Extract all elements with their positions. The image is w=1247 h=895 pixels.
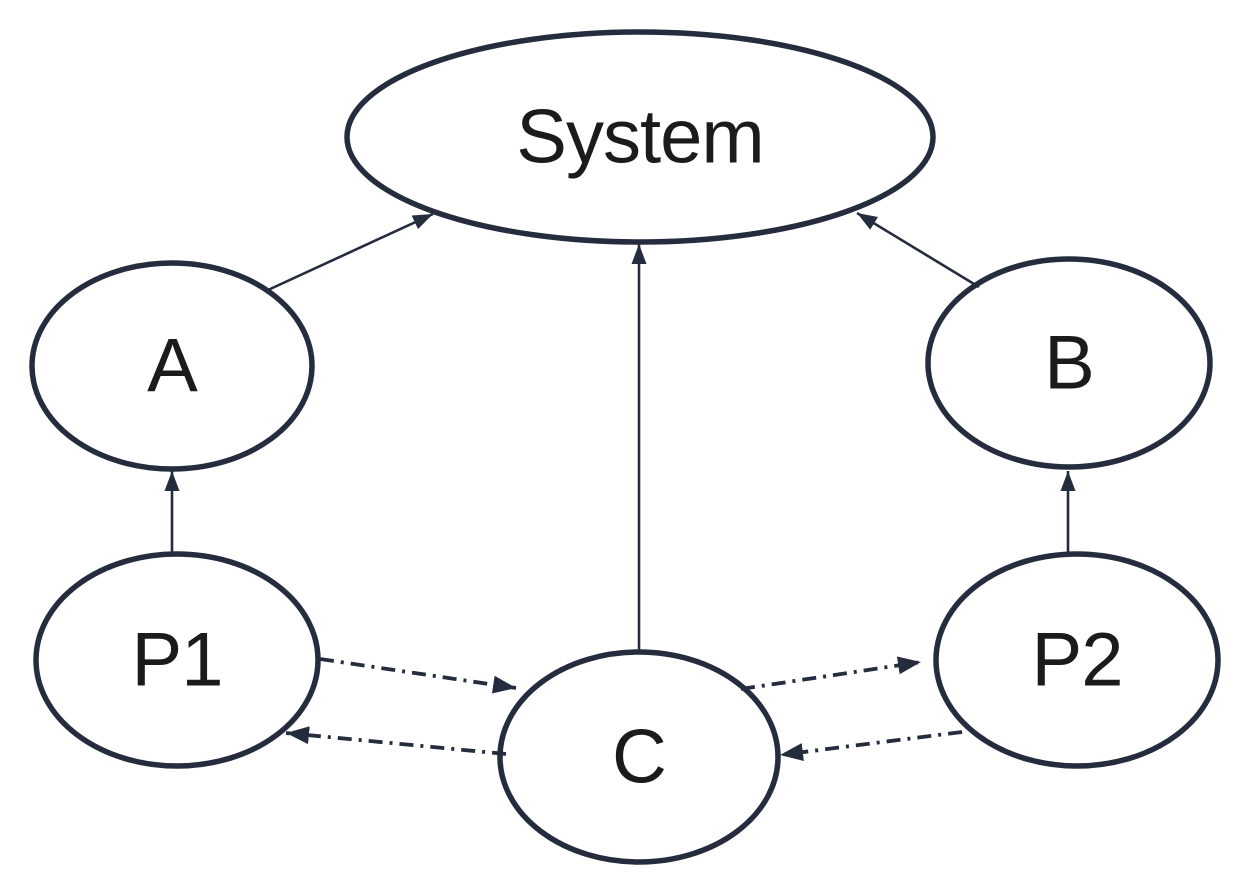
node-label-c: C <box>612 715 666 800</box>
node-p1: P1 <box>33 551 321 769</box>
node-c: C <box>497 649 781 865</box>
node-shape-b <box>925 256 1213 470</box>
node-label-a: A <box>147 324 198 409</box>
node-label-system: System <box>516 95 763 180</box>
edge-layer <box>164 211 1076 762</box>
node-shape-p1 <box>33 551 321 769</box>
node-a: A <box>29 260 315 472</box>
edge-p2-to-c <box>779 730 963 762</box>
edge-p1-to-c <box>319 657 517 694</box>
node-label-p2: P2 <box>1032 618 1123 703</box>
edge-c-to-p2 <box>740 656 922 691</box>
node-shape-system <box>344 29 936 245</box>
edge-b-to-system <box>856 211 980 289</box>
node-shape-p2 <box>933 551 1221 769</box>
edge-a-to-system <box>267 212 434 292</box>
node-label-p1: P1 <box>132 618 223 703</box>
node-b: B <box>925 256 1213 470</box>
node-label-b: B <box>1044 321 1094 406</box>
node-p2: P2 <box>933 551 1221 769</box>
node-shape-a <box>29 260 315 472</box>
node-system: System <box>344 29 936 245</box>
edge-c-to-p1 <box>285 726 507 756</box>
